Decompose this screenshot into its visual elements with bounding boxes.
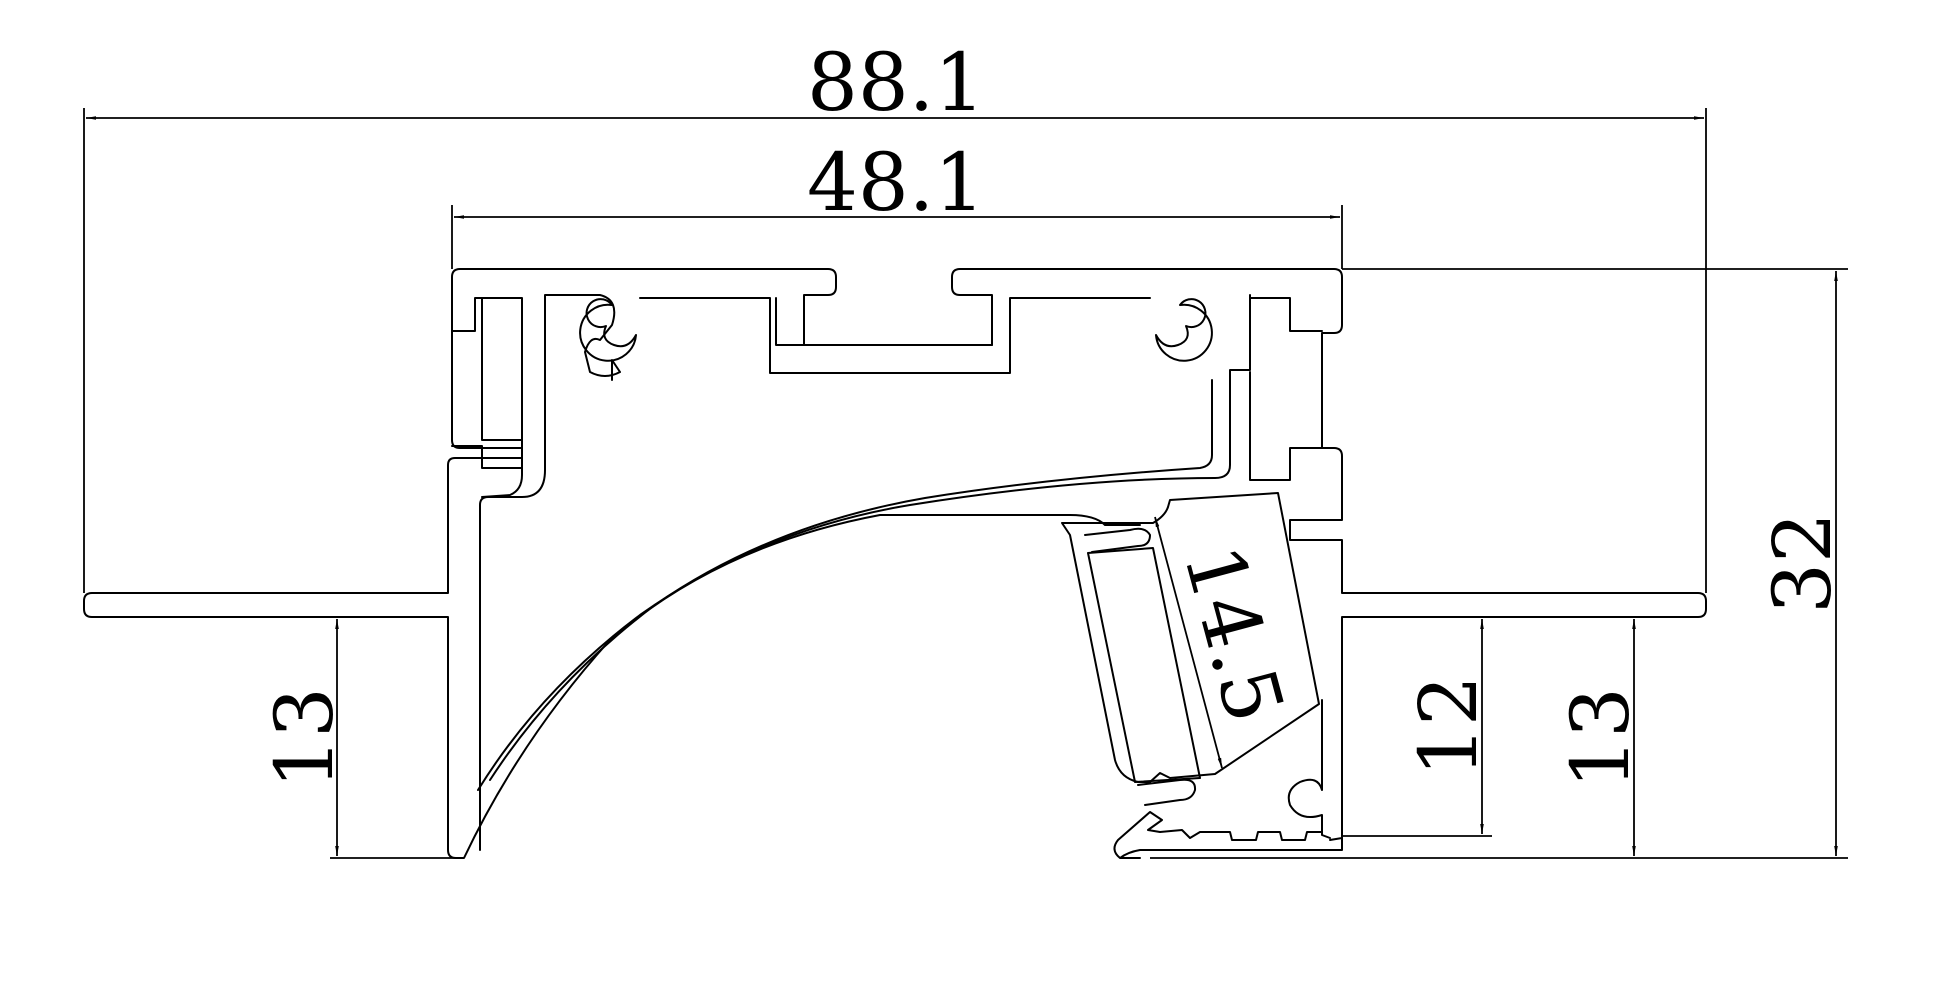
profile-diffuser-clip-top	[1084, 527, 1151, 553]
profile-diffuser-clip-bottom	[1137, 778, 1197, 806]
profile-right-inner-wall	[1249, 297, 1323, 481]
label-overall-width: 88.1	[807, 36, 985, 129]
profile-left-screw-boss	[579, 298, 637, 362]
profile-right-foot	[1113, 699, 1343, 859]
dim-line-diffuser	[1154, 516, 1223, 769]
label-left-leg-height: 13	[258, 687, 351, 789]
dimension-lines	[83, 108, 1848, 859]
profile-center-groove	[639, 297, 1151, 374]
dimension-labels: 88.1 48.1 32 13 12 13 14.5	[258, 36, 1849, 789]
profile-center-groove-inner	[775, 297, 993, 346]
profile-outline	[83, 268, 1707, 859]
profile-left-wing-bottom	[83, 514, 1141, 859]
label-total-height: 32	[1756, 512, 1849, 614]
profile-reflector-curve	[477, 294, 1251, 791]
label-inner-width: 48.1	[807, 136, 985, 229]
profile-outer-contour	[91, 268, 1707, 841]
label-right-step-height: 12	[1402, 675, 1495, 777]
profile-left-leg-inner	[479, 294, 621, 851]
profile-reflector-curve-inner	[489, 379, 1213, 781]
label-right-leg-height: 13	[1554, 687, 1647, 789]
profile-left-tab-top	[451, 297, 523, 469]
profile-right-screw-boss	[1155, 298, 1213, 362]
label-diffuser-width: 14.5	[1166, 536, 1302, 732]
profile-diffuser-lens	[1087, 547, 1201, 783]
